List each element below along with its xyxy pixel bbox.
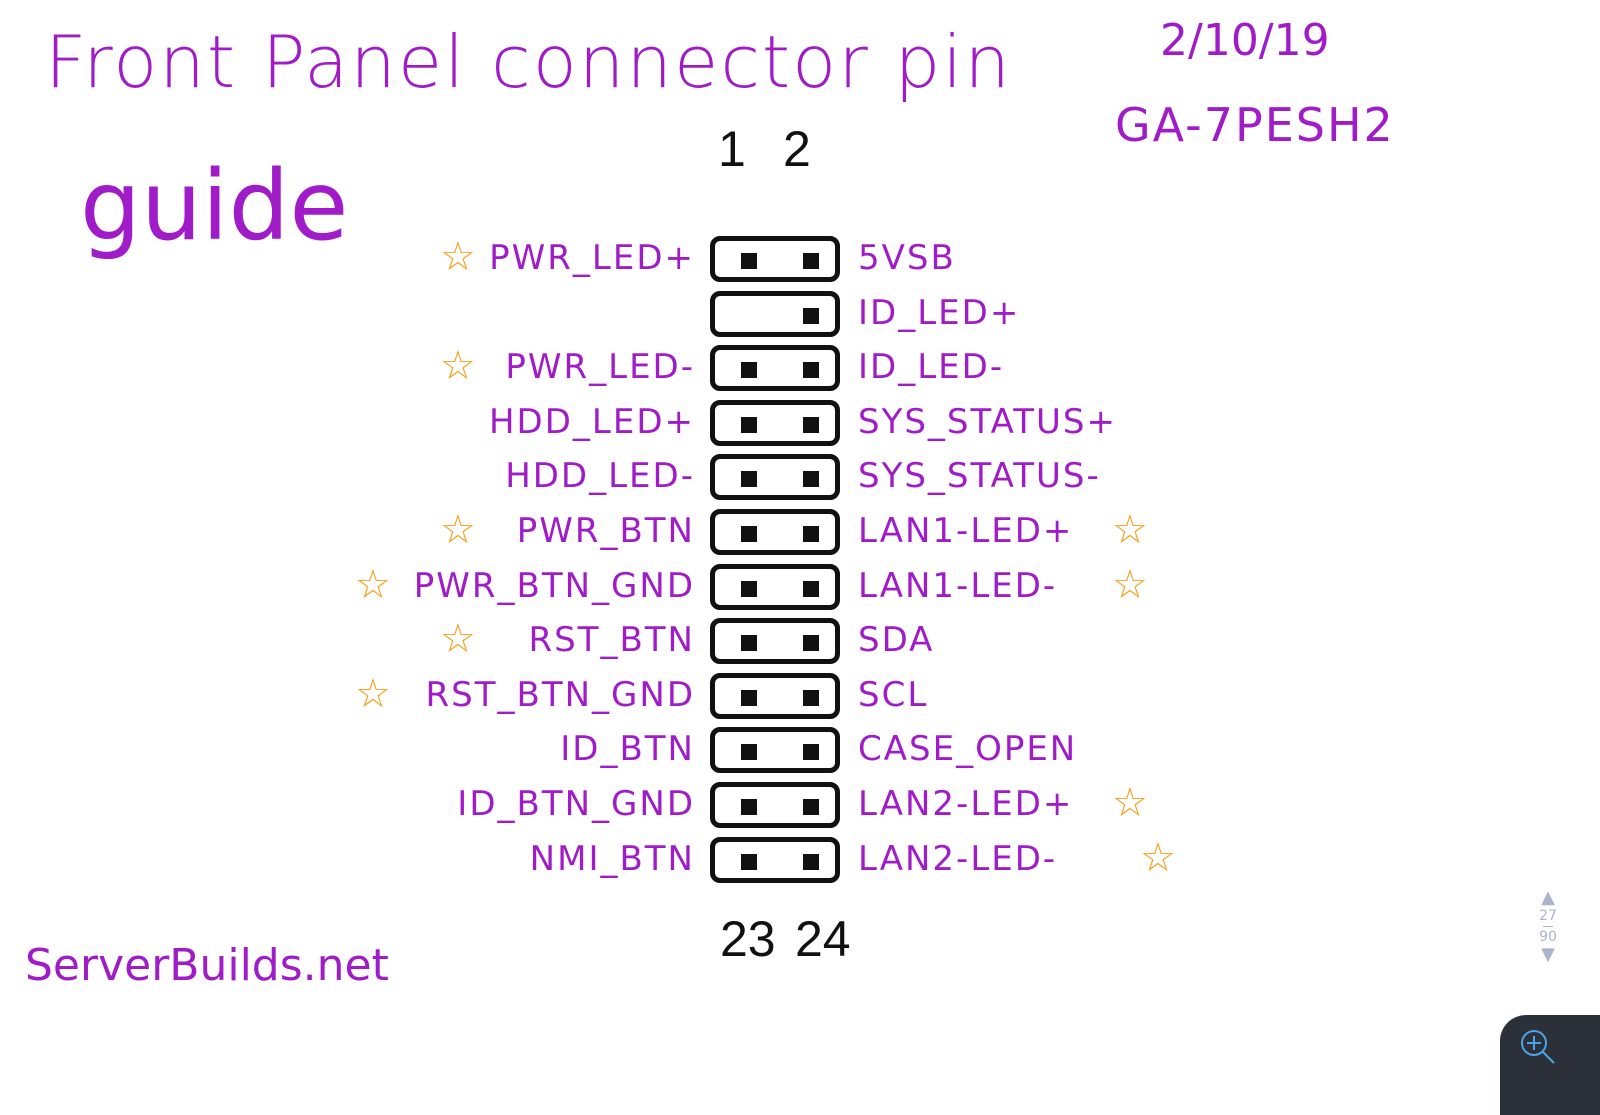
pin <box>741 253 757 269</box>
date: 2/10/19 <box>1160 15 1330 66</box>
pin <box>741 362 757 379</box>
pin-label-right: CASE_OPEN <box>858 729 1078 770</box>
connector-row <box>710 399 840 446</box>
current-page: 27 <box>1539 908 1557 924</box>
pin <box>803 635 819 652</box>
connector-row <box>710 782 840 828</box>
connector-row <box>710 290 840 337</box>
pin-label-left: NMI_BTN <box>529 838 695 879</box>
pin <box>803 253 819 269</box>
pin-label-right: SYS_STATUS- <box>858 456 1101 497</box>
connector-row <box>710 672 840 719</box>
page-navigator: ▲ 27 90 ▼ <box>1535 888 1561 965</box>
site-signature: ServerBuilds.net <box>25 940 389 991</box>
pin <box>803 853 819 870</box>
pin <box>741 744 757 761</box>
zoom-in-icon <box>1521 1030 1555 1064</box>
star-icon: ☆ <box>1112 561 1148 608</box>
pin-number-1: 1 <box>718 121 746 177</box>
star-icon: ☆ <box>355 561 391 608</box>
page-up-icon[interactable]: ▲ <box>1541 887 1555 908</box>
pin <box>803 689 819 706</box>
star-icon: ☆ <box>1112 507 1148 553</box>
pin <box>741 689 757 706</box>
board-model: GA-7PESH2 <box>1115 98 1395 152</box>
connector-row <box>710 454 840 501</box>
pin-label-left: PWR_BTN <box>516 511 695 551</box>
page-divider <box>1543 926 1553 927</box>
pin-label-right: LAN1-LED- <box>858 565 1058 606</box>
star-icon: ☆ <box>1112 780 1148 826</box>
pin <box>741 853 757 870</box>
pin <box>741 416 757 433</box>
connector-row <box>710 509 840 555</box>
connector-row <box>710 836 840 883</box>
pin-label-left: PWR_LED+ <box>489 238 695 278</box>
pin-label-right: 5VSB <box>858 238 956 278</box>
pin <box>803 416 819 433</box>
connector-row <box>710 345 840 392</box>
pin <box>803 799 819 815</box>
connector-row <box>710 727 840 774</box>
pin-number-2: 2 <box>783 121 811 177</box>
pin <box>803 362 819 379</box>
pin-label-right: LAN1-LED+ <box>858 511 1074 551</box>
pin-label-left: RST_BTN <box>528 620 695 661</box>
pin <box>803 526 819 542</box>
pin <box>741 580 757 597</box>
pin <box>741 471 757 488</box>
total-pages: 90 <box>1539 929 1557 945</box>
pin-label-right: LAN2-LED+ <box>858 784 1074 824</box>
connector-row <box>710 563 840 610</box>
pin-label-right: SDA <box>858 620 935 661</box>
pin-label-right: ID_LED- <box>858 347 1005 388</box>
star-icon: ☆ <box>440 507 476 553</box>
star-icon: ☆ <box>440 616 476 663</box>
title-line-1: Front Panel connector pin <box>45 20 1013 104</box>
pin-number-23: 23 <box>720 911 776 967</box>
title-line-2: guide <box>80 150 349 262</box>
pin-label-left: PWR_LED- <box>505 347 695 388</box>
pin-label-left: ID_BTN <box>560 729 695 770</box>
pin-label-right: SCL <box>858 674 929 715</box>
star-icon: ☆ <box>440 234 476 280</box>
pin <box>741 799 757 815</box>
pin-label-left: HDD_LED+ <box>488 401 695 442</box>
pin-number-24: 24 <box>795 911 851 967</box>
pin-label-right: ID_LED+ <box>858 292 1021 333</box>
pin <box>803 307 819 324</box>
zoom-button[interactable] <box>1500 1015 1600 1115</box>
star-icon: ☆ <box>1140 834 1176 881</box>
pin-label-right: LAN2-LED- <box>858 838 1058 879</box>
pin-label-left: ID_BTN_GND <box>457 784 695 824</box>
connector-row <box>710 618 840 665</box>
pin <box>803 580 819 597</box>
pin <box>803 744 819 761</box>
pin <box>741 526 757 542</box>
pin-label-right: SYS_STATUS+ <box>858 401 1117 442</box>
page-down-icon[interactable]: ▼ <box>1541 944 1555 965</box>
pin-label-left: PWR_BTN_GND <box>413 565 695 606</box>
pin-label-left: RST_BTN_GND <box>425 674 695 715</box>
pin <box>803 471 819 488</box>
star-icon: ☆ <box>440 343 476 390</box>
connector-row <box>710 236 840 282</box>
pin <box>741 635 757 652</box>
star-icon: ☆ <box>355 670 391 717</box>
pin-label-left: HDD_LED- <box>505 456 695 497</box>
